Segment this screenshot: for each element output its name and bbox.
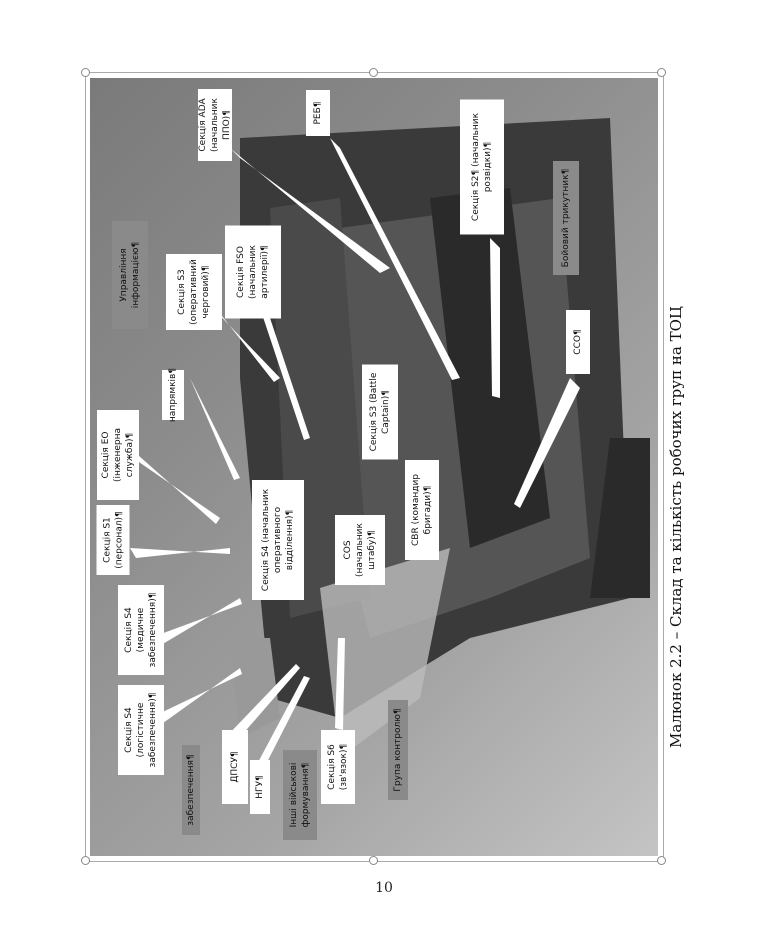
resize-handle[interactable] [81,68,90,77]
resize-handle[interactable] [657,68,666,77]
label-s4-ops-section: Секція S4 (начальник оперативного відділ… [252,480,304,600]
label-ada-section: Секція ADA (начальник ППО)¶ [198,89,232,161]
label-support: забезпечення¶ [182,745,200,835]
label-s6-section: Секція S6 (зв'язок)¶ [321,730,355,804]
label-ngu: НГУ¶ [250,760,270,814]
label-s4-logistics-section: Секція S4 (логістичне забезпечення)¶ [118,685,164,775]
label-other-forces: Інші військові формування¶ [283,750,317,840]
label-cos: COS (начальник штабу)¶ [335,515,385,585]
resize-handle[interactable] [81,856,90,865]
label-control-group: Група контролю¶ [388,700,408,800]
label-fso-section: Секція FSO (начальник артилерії)¶ [225,225,281,319]
label-combat-triangle: Бойовий трикутник¶ [553,161,579,275]
resize-handle[interactable] [657,856,666,865]
label-s1-section: Секція S1 (персонал)¶ [96,505,130,575]
page-number: 10 [375,880,393,896]
label-dpsu: ДПСУ¶ [222,730,248,804]
label-information-management: Управління інформацією¶ [112,221,148,329]
figure-caption: Малюнок 2.2 – Склад та кількість робочих… [667,306,685,748]
label-directions: напрямків¶ [162,368,184,422]
label-s2-section: Секція S2¶ (начальник розвідки)¶ [460,99,504,235]
resize-handle[interactable] [369,68,378,77]
label-s4-medical-section: Секція S4 (медичне забезпечення)¶ [118,585,164,675]
label-s3-duty-section: Секція S3 (оперативний черговий)¶ [166,254,222,330]
label-sso: ССО¶ [566,310,590,374]
label-s3-battle-captain: Секція S3 (Battle Captain)¶ [362,364,398,460]
label-eo-section: Секція EO (інженерна служба)¶ [97,410,139,500]
label-cbr: CBR (командир бригади)¶ [405,460,439,560]
resize-handle[interactable] [369,856,378,865]
label-reb: РЕБ¶ [306,90,330,136]
